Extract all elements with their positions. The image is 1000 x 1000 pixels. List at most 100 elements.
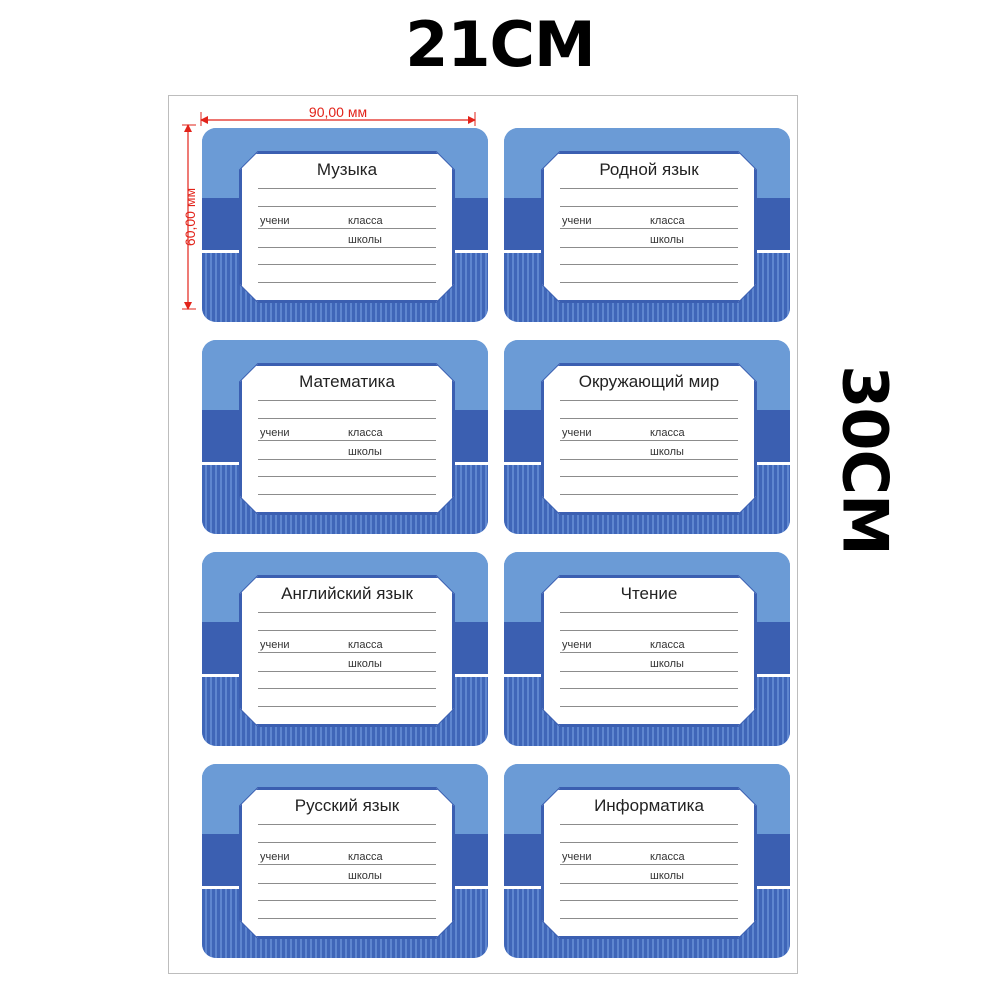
label-writing-area: Чтение учени класса школы xyxy=(542,576,756,726)
label-writing-area: Информатика учени класса школы xyxy=(542,788,756,938)
writing-line xyxy=(560,630,738,631)
school-label: Русский язык учени класса школы xyxy=(202,764,488,958)
writing-line xyxy=(258,706,436,707)
school-field-label: школы xyxy=(348,234,382,246)
writing-line xyxy=(560,476,738,477)
writing-line xyxy=(560,688,738,689)
writing-line xyxy=(560,494,738,495)
class-field-label: класса xyxy=(348,639,383,651)
writing-line xyxy=(258,494,436,495)
label-writing-area: Окружающий мир учени класса школы xyxy=(542,364,756,514)
writing-line xyxy=(258,459,436,460)
school-label: Математика учени класса школы xyxy=(202,340,488,534)
school-field-label: школы xyxy=(650,870,684,882)
school-label: Родной язык учени класса школы xyxy=(504,128,790,322)
height-title: 30CM xyxy=(828,365,902,555)
class-field-label: класса xyxy=(348,427,383,439)
label-writing-area: Математика учени класса школы xyxy=(240,364,454,514)
writing-line xyxy=(258,264,436,265)
writing-line xyxy=(560,188,738,189)
writing-line xyxy=(258,688,436,689)
writing-line xyxy=(560,918,738,919)
label-writing-area: Русский язык учени класса школы xyxy=(240,788,454,938)
writing-line xyxy=(258,824,436,825)
writing-line xyxy=(258,476,436,477)
school-label: Чтение учени класса школы xyxy=(504,552,790,746)
writing-line xyxy=(258,630,436,631)
width-dimension-text: 90,00 мм xyxy=(308,104,368,120)
student-field-label: учени xyxy=(562,215,592,227)
subject-title: Английский язык xyxy=(281,584,413,603)
writing-line xyxy=(258,440,436,441)
writing-line xyxy=(560,671,738,672)
student-field-label: учени xyxy=(562,639,592,651)
writing-line xyxy=(258,612,436,613)
writing-line xyxy=(258,400,436,401)
school-label: Музыка учени класса школы xyxy=(202,128,488,322)
class-field-label: класса xyxy=(650,639,685,651)
writing-line xyxy=(258,652,436,653)
writing-line xyxy=(560,612,738,613)
student-field-label: учени xyxy=(562,427,592,439)
writing-line xyxy=(560,228,738,229)
student-field-label: учени xyxy=(260,427,290,439)
writing-line xyxy=(560,206,738,207)
writing-line xyxy=(258,282,436,283)
writing-line xyxy=(560,440,738,441)
writing-line xyxy=(258,228,436,229)
writing-line xyxy=(560,706,738,707)
writing-line xyxy=(560,652,738,653)
subject-title: Чтение xyxy=(620,584,678,603)
writing-line xyxy=(258,671,436,672)
writing-line xyxy=(560,264,738,265)
label-writing-area: Родной язык учени класса школы xyxy=(542,152,756,302)
class-field-label: класса xyxy=(348,215,383,227)
writing-line xyxy=(560,418,738,419)
class-field-label: класса xyxy=(650,427,685,439)
school-label: Окружающий мир учени класса школы xyxy=(504,340,790,534)
subject-title: Родной язык xyxy=(599,160,699,179)
school-label: Информатика учени класса школы xyxy=(504,764,790,958)
writing-line xyxy=(560,864,738,865)
writing-line xyxy=(258,883,436,884)
writing-line xyxy=(560,282,738,283)
width-title: 21CM xyxy=(405,8,595,81)
height-dimension-text: 60,00 мм xyxy=(182,187,198,247)
subject-title: Музыка xyxy=(316,160,378,179)
writing-line xyxy=(258,188,436,189)
subject-title: Русский язык xyxy=(294,796,400,815)
writing-line xyxy=(258,418,436,419)
class-field-label: класса xyxy=(348,851,383,863)
student-field-label: учени xyxy=(260,639,290,651)
label-writing-area: Английский язык учени класса школы xyxy=(240,576,454,726)
writing-line xyxy=(258,864,436,865)
subject-title: Окружающий мир xyxy=(578,372,720,391)
writing-line xyxy=(258,918,436,919)
writing-line xyxy=(560,459,738,460)
writing-line xyxy=(560,400,738,401)
writing-line xyxy=(560,824,738,825)
class-field-label: класса xyxy=(650,215,685,227)
subject-title: Информатика xyxy=(594,796,704,815)
class-field-label: класса xyxy=(650,851,685,863)
school-field-label: школы xyxy=(348,446,382,458)
student-field-label: учени xyxy=(562,851,592,863)
writing-line xyxy=(258,247,436,248)
student-field-label: учени xyxy=(260,215,290,227)
writing-line xyxy=(560,900,738,901)
school-label: Английский язык учени класса школы xyxy=(202,552,488,746)
school-field-label: школы xyxy=(650,234,684,246)
subject-title: Математика xyxy=(299,372,395,391)
writing-line xyxy=(258,900,436,901)
school-field-label: школы xyxy=(348,658,382,670)
student-field-label: учени xyxy=(260,851,290,863)
label-writing-area: Музыка учени класса школы xyxy=(240,152,454,302)
school-field-label: школы xyxy=(650,446,684,458)
width-dimension-arrow xyxy=(200,112,476,126)
height-dimension-arrow xyxy=(182,124,196,310)
writing-line xyxy=(560,883,738,884)
school-field-label: школы xyxy=(348,870,382,882)
writing-line xyxy=(258,842,436,843)
school-field-label: школы xyxy=(650,658,684,670)
writing-line xyxy=(560,247,738,248)
